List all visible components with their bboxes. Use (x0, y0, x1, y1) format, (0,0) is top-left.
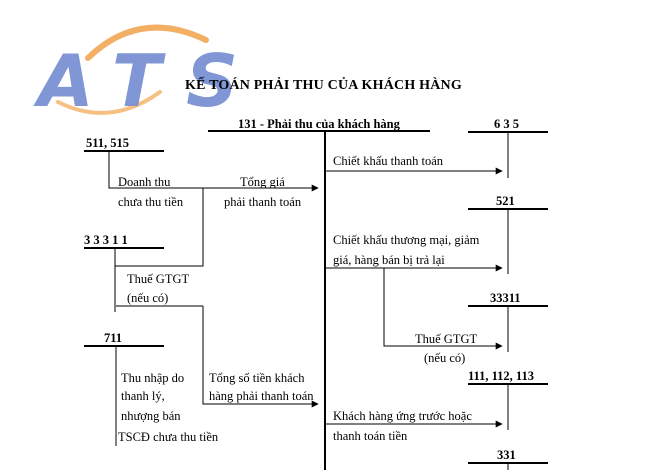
label-kh-ung-1: Khách hàng ứng trước hoặc (333, 409, 472, 423)
label-neu-co-right: (nếu có) (424, 351, 465, 365)
label-tong-gia-2: phải thanh toán (224, 195, 302, 209)
account-521-label: 521 (496, 194, 515, 208)
flow-33311-to-total (114, 188, 204, 267)
account-33311-left-label: 3 3 3 1 1 (84, 233, 128, 247)
label-doanh-thu-1: Doanh thu (118, 175, 171, 189)
label-kh-ung-2: thanh toán tiền (333, 429, 408, 443)
ats-logo: ATS (33, 24, 238, 123)
flow-511-to-131 (108, 151, 319, 192)
page-title: KẾ TOÁN PHẢI THU CỦA KHÁCH HÀNG (185, 76, 462, 93)
label-chiet-khau-tt: Chiết khấu thanh toán (333, 154, 444, 168)
account-331-label: 331 (497, 448, 516, 462)
label-thue-gtgt-right: Thuế GTGT (415, 332, 477, 346)
flow-711-combined (202, 306, 319, 408)
label-neu-co-left: (nếu có) (127, 291, 168, 305)
account-711-label: 711 (104, 331, 122, 345)
label-tong-so-2: hàng phải thanh toán (209, 389, 314, 403)
label-thu-nhap-1: Thu nhập do (121, 371, 184, 385)
account-511-label: 511, 515 (86, 136, 129, 150)
label-chiet-khau-tm-2: giá, hàng bán bị trả lại (333, 253, 445, 267)
logo-orange-arc-lower (56, 90, 162, 115)
logo-orange-arc (85, 24, 209, 61)
flow-131-to-33311 (383, 268, 503, 350)
label-chiet-khau-tm-1: Chiết khấu thương mại, giảm (333, 233, 480, 247)
logo-text: ATS (33, 39, 238, 123)
account-635-label: 6 3 5 (494, 117, 519, 131)
account-131-label: 131 - Phải thu của khách hàng (238, 117, 401, 131)
label-tong-so-1: Tổng số tiền khách (209, 371, 305, 385)
account-111-label: 111, 112, 113 (468, 369, 534, 383)
label-tong-gia-1: Tổng giá (240, 175, 285, 189)
label-thu-nhap-2: thanh lý, (121, 389, 165, 403)
label-thue-gtgt-left: Thuế GTGT (127, 272, 189, 286)
label-thu-nhap-4: TSCĐ chưa thu tiền (118, 430, 219, 444)
label-thu-nhap-3: nhượng bán (121, 409, 181, 423)
account-33311-right-label: 33311 (490, 291, 521, 305)
label-doanh-thu-2: chưa thu tiền (118, 195, 184, 209)
